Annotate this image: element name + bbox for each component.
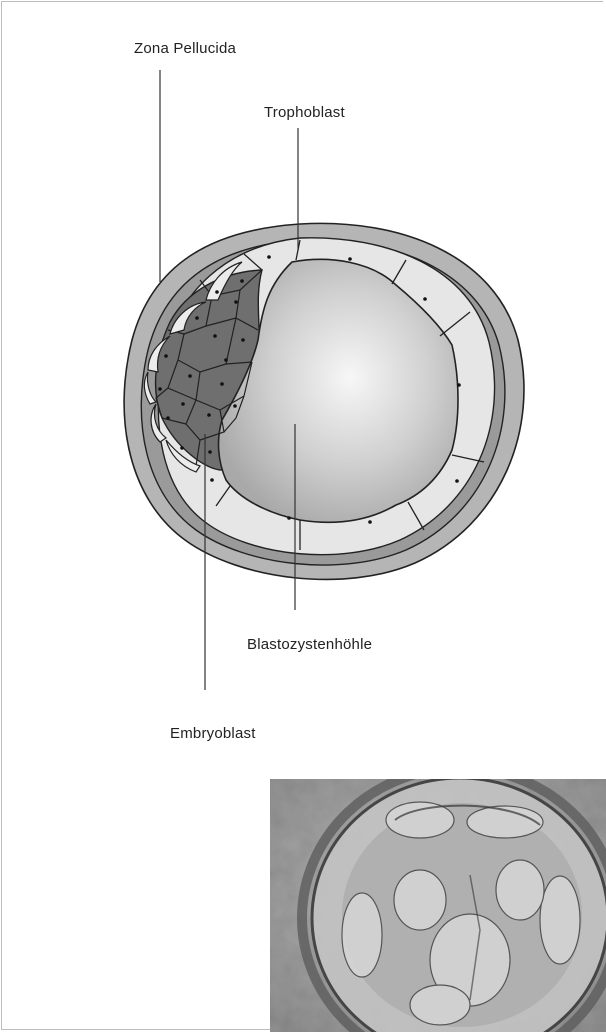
label-trophoblast: Trophoblast — [264, 104, 345, 121]
label-zona-pellucida: Zona Pellucida — [134, 40, 236, 57]
label-embryoblast: Embryoblast — [170, 725, 256, 742]
label-blastocyst-cavity: Blastozystenhöhle — [247, 636, 372, 653]
blastocyst-photo — [270, 768, 606, 1032]
